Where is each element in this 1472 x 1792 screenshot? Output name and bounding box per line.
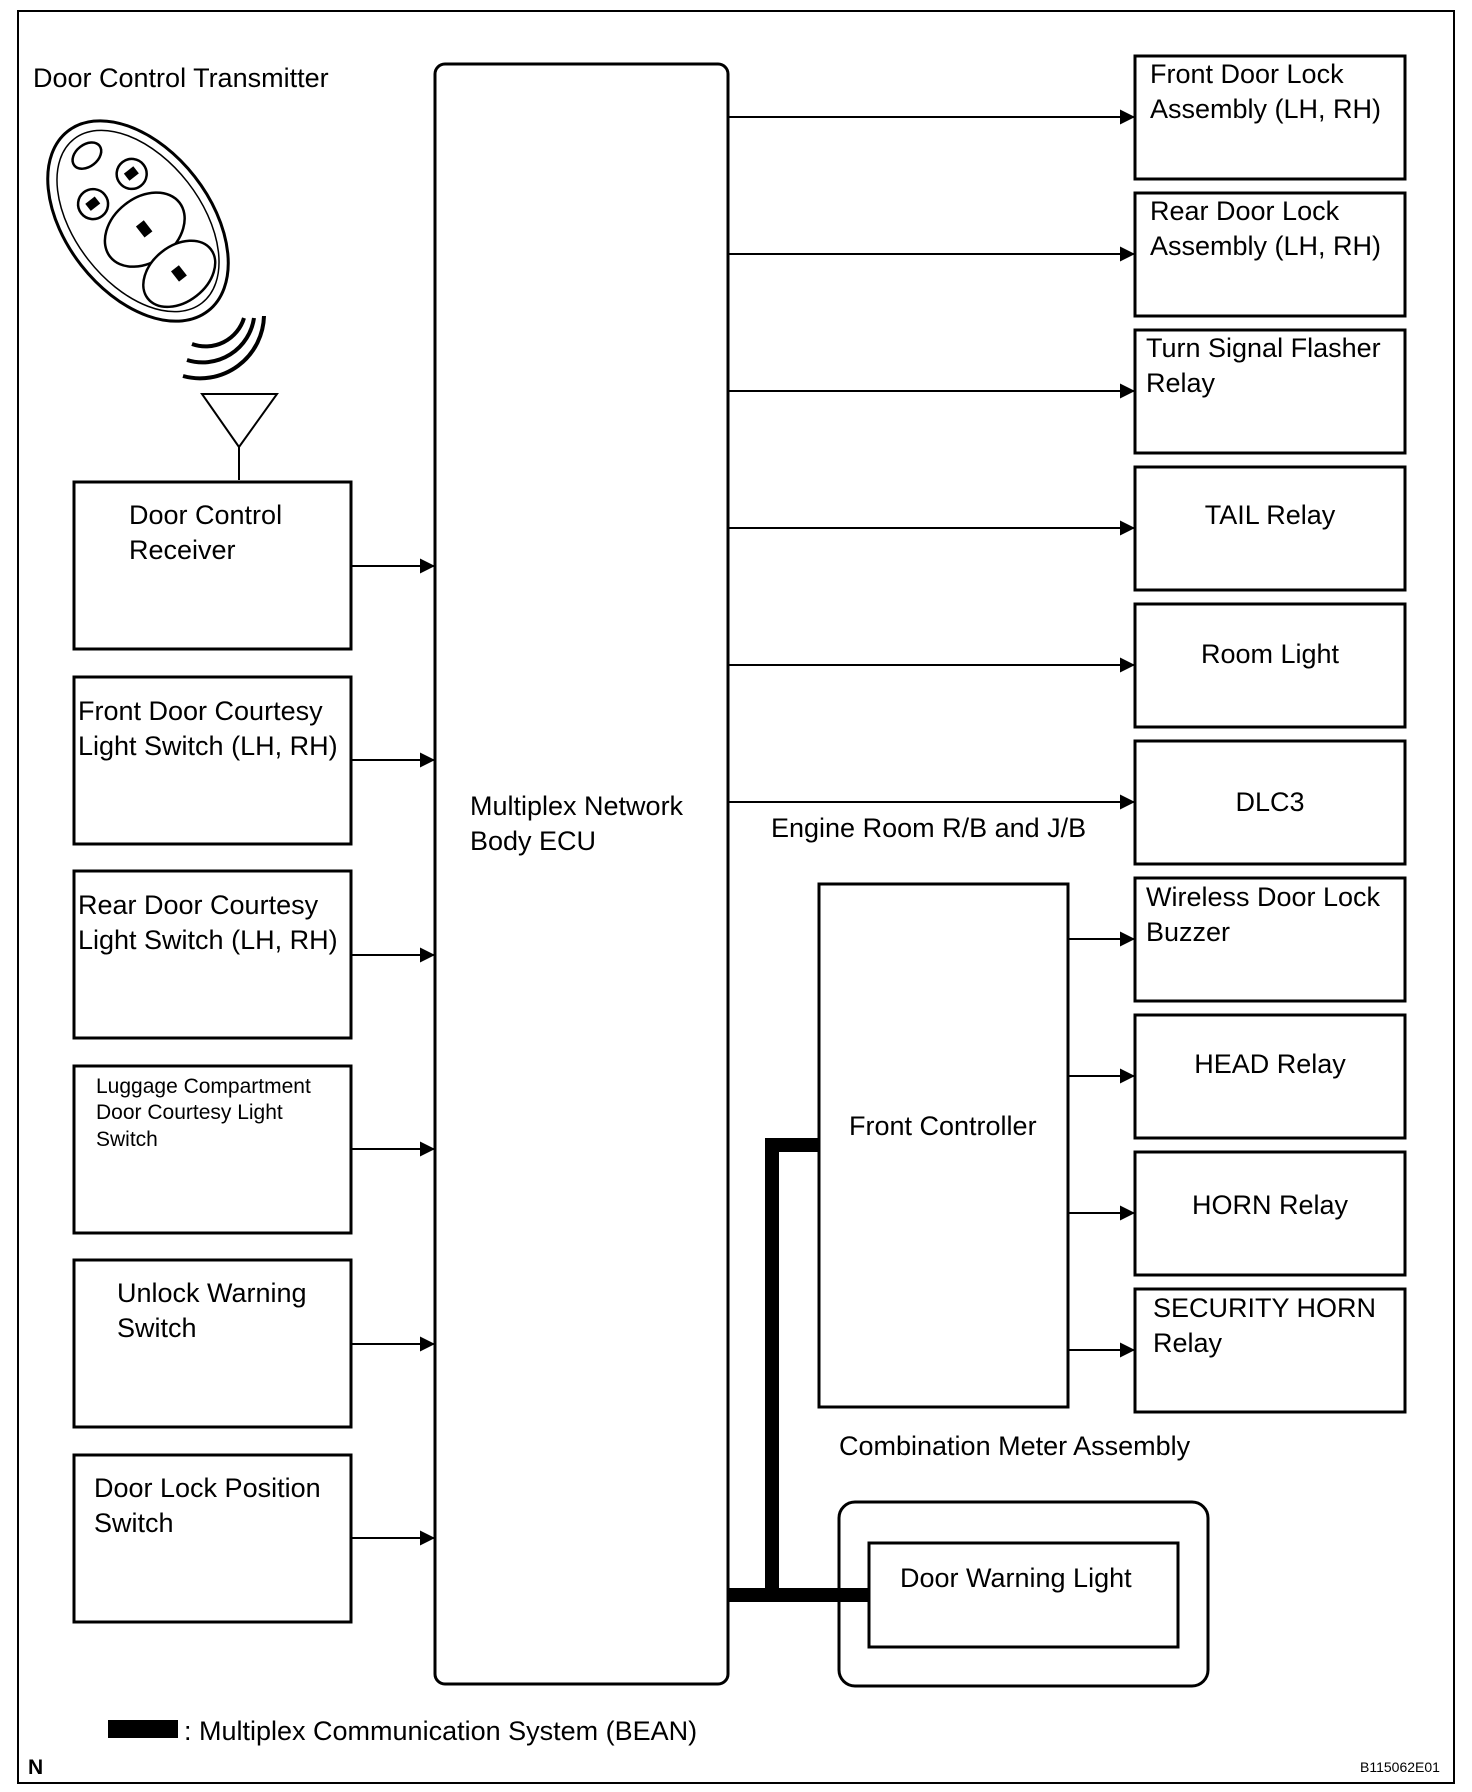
input-label-front-courtesy: Front Door Courtesy Light Switch (LH, RH… [78,696,338,761]
output-label-front-door-lock: Front Door Lock Assembly (LH, RH) [1150,59,1382,124]
ecu-label: Multiplex Network Body ECU [470,791,684,856]
output-label-turn-signal: Turn Signal Flasher Relay [1146,333,1381,398]
figure-code: B115062E01 [1360,1759,1440,1775]
output-label-dlc3: DLC3 [1235,787,1305,817]
input-label-luggage: Luggage Compartment Door Courtesy Light … [96,1075,311,1151]
output-label-room-light: Room Light [1200,639,1340,669]
transmitter-label: Door Control Transmitter [33,63,329,93]
door-warning-light-label: Door Warning Light [900,1563,1132,1593]
output-label-buzzer: Wireless Door Lock Buzzer [1146,882,1381,947]
front-controller-box [817,882,1070,1409]
output-label-security-horn: SECURITY HORN Relay [1153,1293,1377,1358]
radio-waves-icon [182,315,266,381]
key-fob-icon [46,119,230,323]
legend-label: : Multiplex Communication System (BEAN) [184,1716,698,1746]
output-label-head-relay: HEAD Relay [1194,1049,1346,1079]
input-label-door-lock-position: Door Lock Position Switch [94,1473,321,1538]
input-label-rear-courtesy: Rear Door Courtesy Light Switch (LH, RH) [78,890,338,955]
antenna-icon [200,393,279,480]
output-label-rear-door-lock: Rear Door Lock Assembly (LH, RH) [1150,196,1382,261]
legend-swatch [108,1720,178,1738]
input-label-receiver: Door Control Receiver [129,500,283,565]
input-label-unlock-warning: Unlock Warning Switch [117,1278,307,1343]
ecu-box [433,62,730,1686]
front-controller-label: Front Controller [849,1111,1037,1141]
output-label-horn-relay: HORN Relay [1191,1190,1349,1220]
corner-mark: N [28,1756,44,1779]
outer-frame [17,10,1455,1784]
combination-meter-label: Combination Meter Assembly [839,1431,1191,1461]
output-label-tail-relay: TAIL Relay [1204,500,1336,530]
engine-room-label: Engine Room R/B and J/B [771,813,1087,843]
